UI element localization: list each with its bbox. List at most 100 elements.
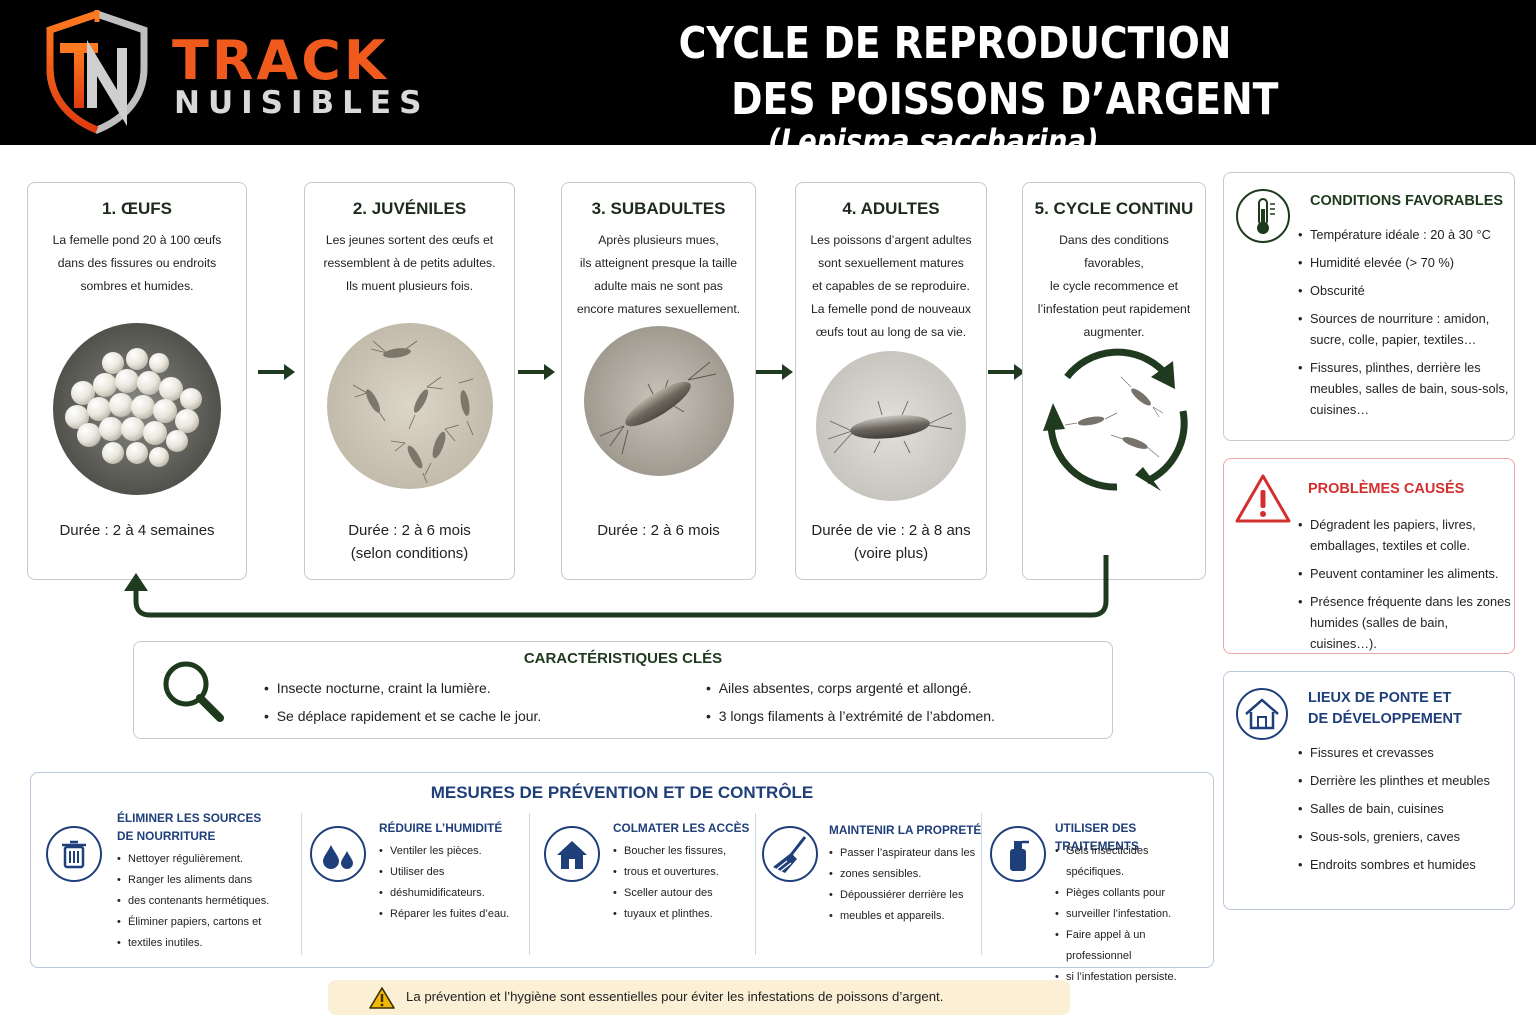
conditions-title: CONDITIONS FAVORABLES — [1310, 193, 1504, 209]
prevention-section: MESURES DE PRÉVENTION ET DE CONTRÔLE ÉLI… — [30, 772, 1214, 988]
warning-icon — [1235, 474, 1291, 523]
column-divider — [529, 813, 530, 955]
desc-line: La femelle pond 20 à 100 œufs — [52, 233, 222, 247]
duration-line: Durée : 2 à 6 mois — [597, 522, 720, 539]
list-item: Réparer les fuites d’eau. — [379, 904, 529, 925]
magnifier-icon — [163, 661, 224, 722]
duration-line: (selon conditions) — [350, 545, 469, 562]
duration-line: (voire plus) — [853, 545, 929, 562]
list-item: surveiller l’infestation. — [1055, 904, 1209, 925]
brand-logo: TRACK NUISIBLES — [40, 8, 460, 138]
list-item: Sceller autour des — [613, 883, 753, 904]
prevention-column-humidity: RÉDUIRE L’HUMIDITÉ Ventiler les pièces. … — [309, 811, 533, 957]
prevention-note: La prévention et l’hygiène sont essentie… — [328, 980, 1070, 1015]
stage-duration: Durée : 2 à 6 mois — [562, 519, 755, 542]
stage-title: 5. CYCLE CONTINU — [1034, 199, 1194, 218]
conditions-list: Température idéale : 20 à 30 °C Humidité… — [1298, 224, 1510, 427]
arrow-right-icon — [258, 364, 295, 380]
list-item: Sources de nourriture : amidon, sucre, c… — [1298, 308, 1510, 350]
list-item: Utiliser des — [379, 862, 529, 883]
stage-description: La femelle pond 20 à 100 œufs dans des f… — [38, 229, 236, 298]
brand-track: TRACK — [172, 29, 389, 92]
desc-line: ressemblent à de petits adultes. — [323, 256, 496, 270]
stage-duration: Durée : 2 à 4 semaines — [28, 519, 246, 542]
broom-icon — [762, 826, 818, 882]
prevention-column-treatments: UTILISER DES TRAITEMENTS Gels insecticid… — [989, 811, 1209, 988]
column-list: Nettoyer régulièrement. Ranger les alime… — [117, 849, 297, 954]
places-panel: LIEUX DE PONTE ET DE DÉVELOPPEMENT Fissu… — [1223, 671, 1515, 910]
problems-panel: PROBLÈMES CAUSÉS Dégradent les papiers, … — [1223, 458, 1515, 654]
arrow-right-icon — [756, 364, 793, 380]
list-item: Derrière les plinthes et meubles — [1298, 770, 1512, 791]
desc-line: Dans des conditions favorables, — [1059, 233, 1169, 270]
duration-line: Durée : 2 à 4 semaines — [59, 522, 215, 539]
stage-card-cycle: 5. CYCLE CONTINU Dans des conditions fav… — [1022, 182, 1206, 580]
water-drops-icon — [310, 826, 366, 882]
list-item: Sous-sols, greniers, caves — [1298, 826, 1512, 847]
key-item: • Insecte nocturne, craint la lumière. — [264, 680, 491, 696]
list-item: Boucher les fissures, — [613, 841, 753, 862]
desc-line: Après plusieurs mues, — [598, 233, 719, 247]
list-item: si l’infestation persiste. — [1055, 967, 1209, 988]
page-title-line2: DES POISSONS D’ARGENT (Lepisma saccharin… — [500, 75, 1420, 161]
list-item: Ranger les aliments dans — [117, 870, 297, 891]
list-item: Obscurité — [1298, 280, 1510, 301]
arrow-right-icon — [518, 364, 555, 380]
juveniles-photo — [326, 323, 493, 489]
stage-title: 2. JUVÉNILES — [352, 199, 467, 218]
stage-title: 4. ADULTES — [842, 199, 940, 218]
desc-line: encore matures sexuellement. — [576, 302, 741, 316]
loop-back-arrow-icon — [124, 555, 1109, 618]
stage-card-adults: 4. ADULTES Les poissons d’argent adultes… — [795, 182, 987, 580]
duration-line: Durée : 2 à 6 mois — [348, 522, 471, 539]
list-item: Passer l’aspirateur dans les — [829, 843, 979, 864]
list-item: Fissures, plinthes, derrière les meubles… — [1298, 357, 1510, 420]
list-item: Dégradent les papiers, livres, emballage… — [1298, 514, 1512, 556]
arrow-right-icon — [988, 364, 1025, 380]
stage-description: Après plusieurs mues, ils atteignent pre… — [572, 229, 745, 321]
house-icon — [544, 826, 600, 882]
cycle-arrows-icon — [1043, 348, 1188, 491]
stage-card-subadults: 3. SUBADULTES Après plusieurs mues, ils … — [561, 182, 756, 580]
list-item: Pièges collants pour — [1055, 883, 1209, 904]
desc-line: sombres et humides. — [80, 279, 194, 293]
desc-line: augmenter. — [1083, 325, 1145, 339]
shield-logo-icon — [46, 10, 148, 134]
prevention-column-access: COLMATER LES ACCÈS Boucher les fissures,… — [543, 811, 755, 957]
eggs-photo — [53, 323, 221, 495]
desc-line: Les jeunes sortent des œufs et — [325, 233, 494, 247]
desc-line: œufs tout au long de sa vie. — [815, 325, 967, 339]
column-title: MAINTENIR LA PROPRETÉ — [829, 823, 982, 837]
column-list: Passer l’aspirateur dans les zones sensi… — [829, 843, 979, 927]
places-title-line: LIEUX DE PONTE ET — [1308, 690, 1452, 706]
brand-nuisibles: NUISIBLES — [174, 85, 430, 121]
column-list: Ventiler les pièces. Utiliser des déshum… — [379, 841, 529, 925]
column-title: RÉDUIRE L’HUMIDITÉ — [379, 821, 503, 835]
desc-line: Ils muent plusieurs fois. — [345, 279, 474, 293]
list-item: tuyaux et plinthes. — [613, 904, 753, 925]
list-item: Éliminer papiers, cartons et — [117, 912, 297, 933]
key-item: • Se déplace rapidement et se cache le j… — [264, 708, 542, 724]
subadult-photo — [583, 326, 734, 476]
places-title: LIEUX DE PONTE ET DE DÉVELOPPEMENT — [1308, 688, 1462, 730]
stage-title: 3. SUBADULTES — [591, 199, 726, 218]
thermometer-icon — [1236, 189, 1290, 243]
list-item: zones sensibles. — [829, 864, 979, 885]
stage-description: Les jeunes sortent des œufs et ressemble… — [315, 229, 504, 298]
stage-title: 1. ŒUFS — [102, 199, 172, 218]
header: TRACK NUISIBLES CYCLE DE REPRODUCTION DE… — [0, 0, 1536, 159]
desc-line: adulte mais ne sont pas — [594, 279, 723, 293]
duration-line: Durée de vie : 2 à 8 ans — [811, 522, 971, 539]
key-item: • 3 longs filaments à l’extrémité de l’a… — [706, 708, 995, 724]
list-item: Faire appel à un professionnel — [1055, 925, 1209, 967]
list-item: Humidité elevée (> 70 %) — [1298, 252, 1510, 273]
trash-icon — [46, 826, 102, 882]
desc-line: sont sexuellement matures — [818, 256, 964, 270]
problems-list: Dégradent les papiers, livres, emballage… — [1298, 514, 1512, 661]
key-item: • Ailes absentes, corps argenté et allon… — [706, 680, 972, 696]
scientific-name: (Lepisma saccharina) — [767, 122, 1099, 161]
list-item: Endroits sombres et humides — [1298, 854, 1512, 875]
list-item: Gels insecticides spécifiques. — [1055, 841, 1209, 883]
